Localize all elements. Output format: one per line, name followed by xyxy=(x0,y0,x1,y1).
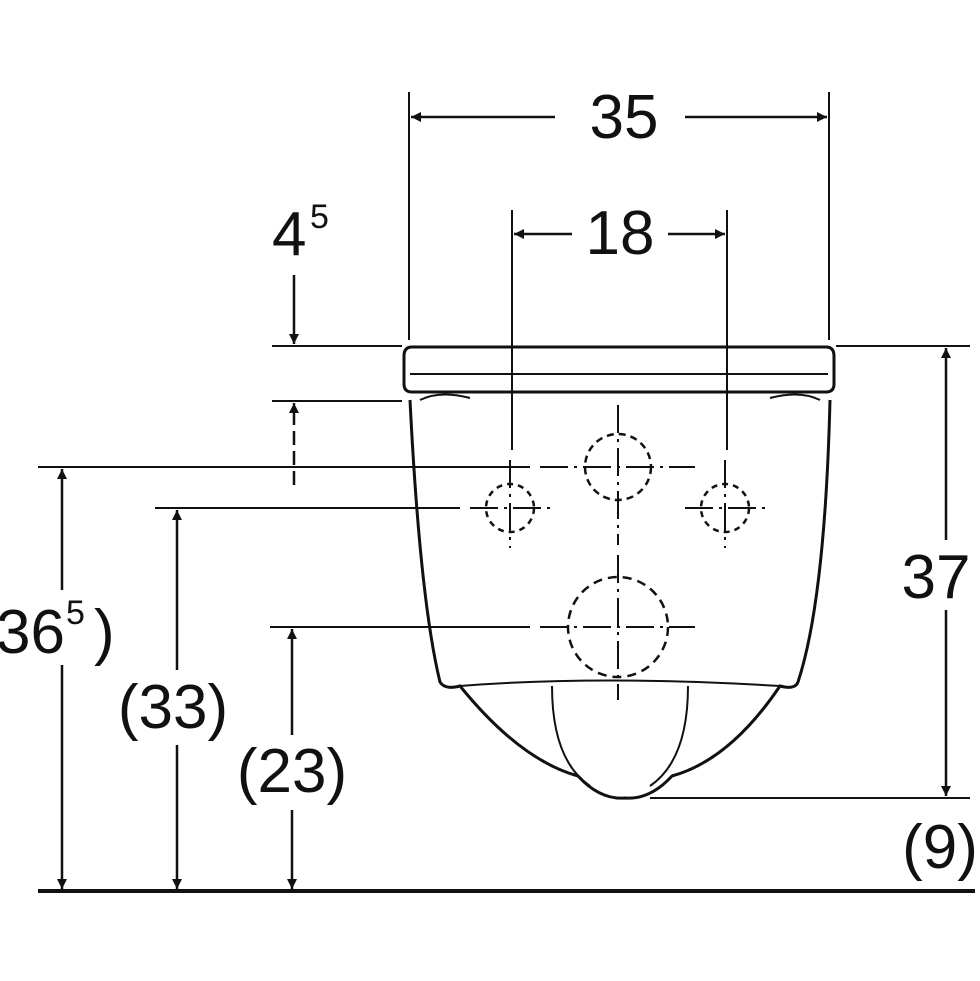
dimension-arrows xyxy=(57,112,951,889)
label-overall-width: 35 xyxy=(590,83,659,152)
dimension-labels: 35 18 4 5 36 5 ) (33) (23) 37 (9) xyxy=(0,83,978,882)
label-total-height-sup: 5 xyxy=(66,594,85,632)
label-bottom-clearance: (9) xyxy=(902,813,978,882)
label-total-height-close: ) xyxy=(94,598,115,667)
label-depth: 37 xyxy=(902,543,971,612)
centre-lines xyxy=(470,405,765,700)
label-seat-offset-sup: 5 xyxy=(310,198,329,236)
label-seat-offset: 4 xyxy=(272,200,306,269)
label-total-height: 36 xyxy=(0,598,65,667)
label-outlet-height: (23) xyxy=(237,737,347,806)
label-fixing-distance: 18 xyxy=(586,199,655,268)
toilet-body xyxy=(402,345,836,800)
extension-lines xyxy=(38,92,970,799)
label-bolt-height: (33) xyxy=(118,673,228,742)
